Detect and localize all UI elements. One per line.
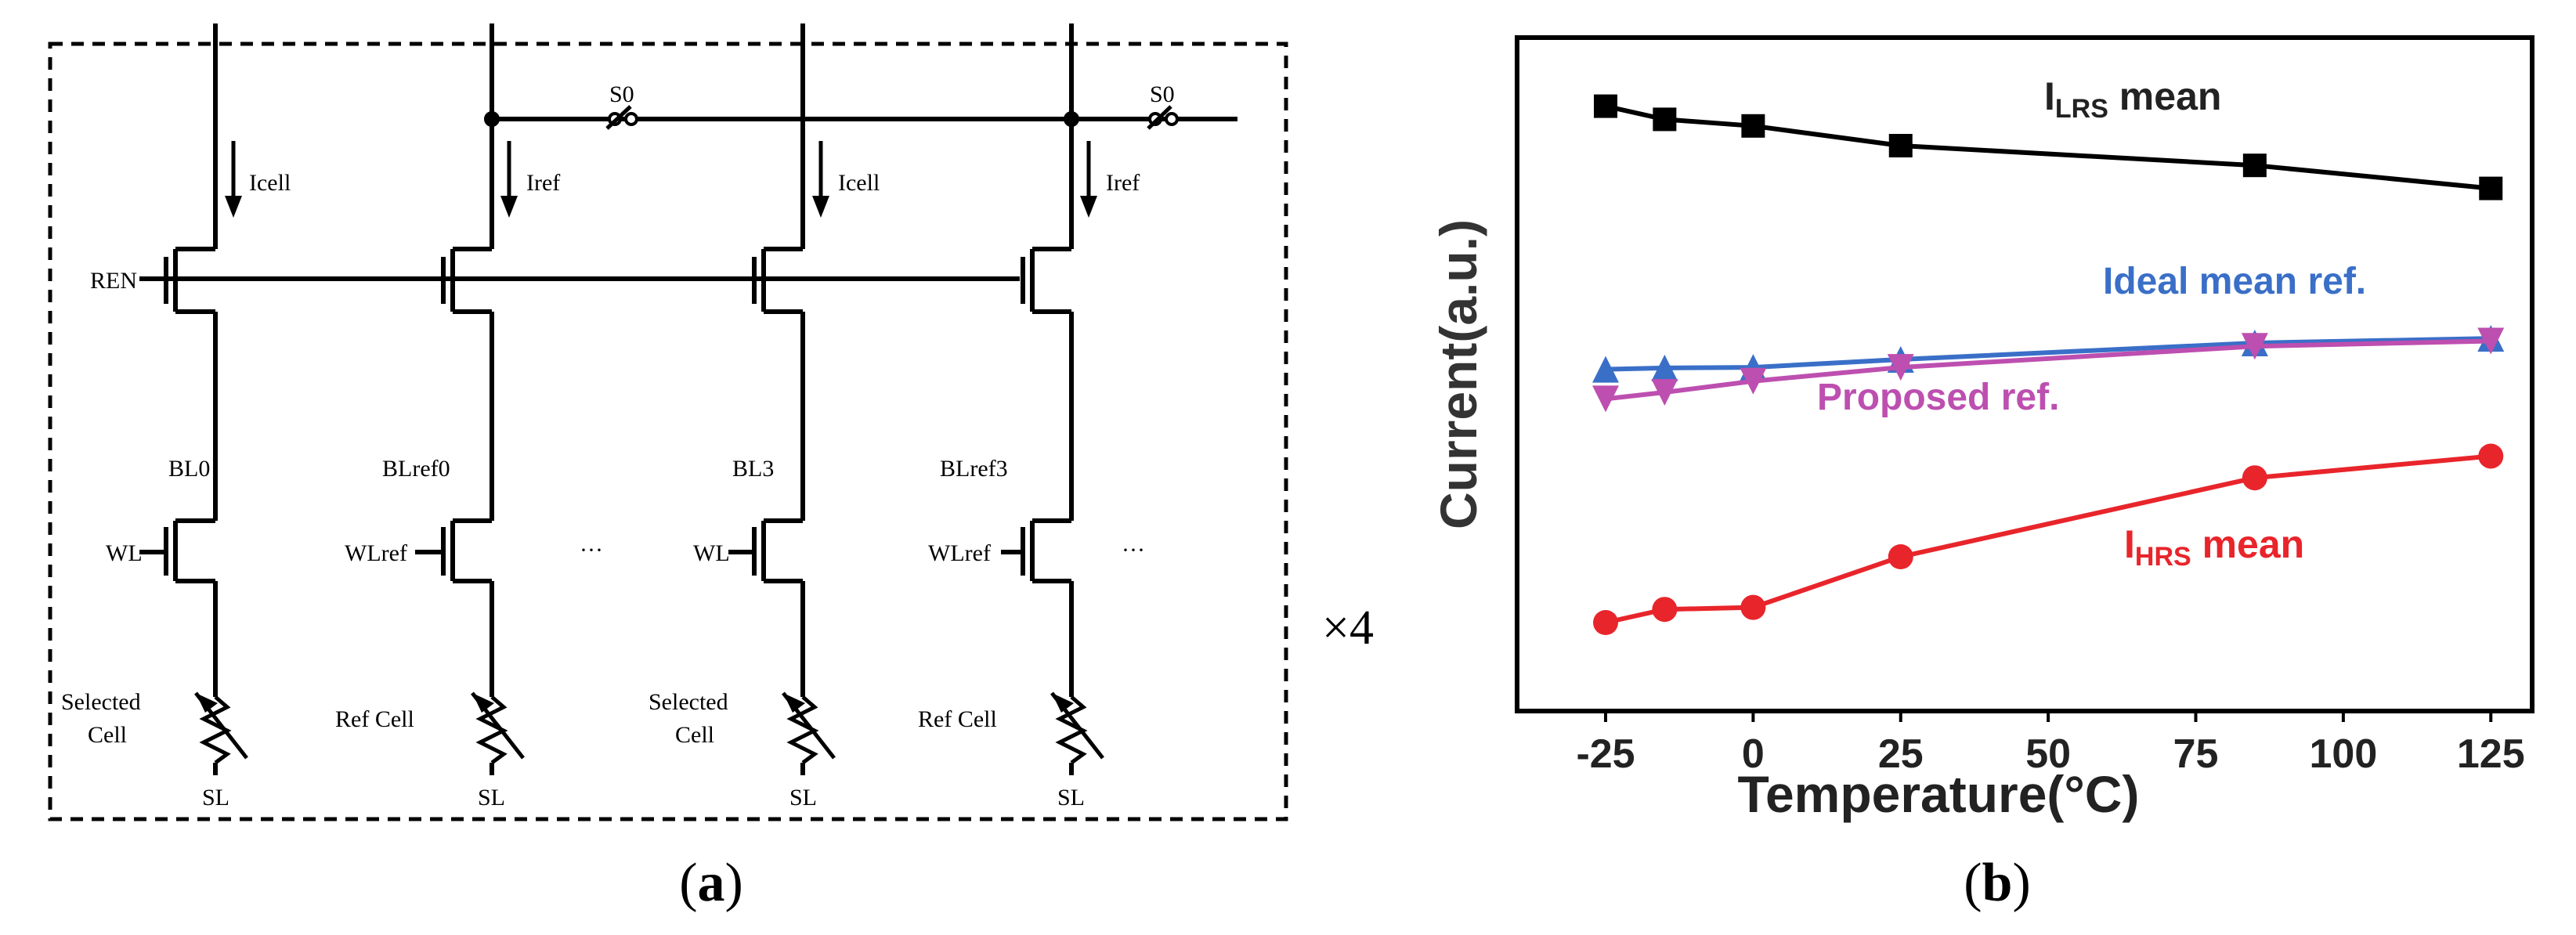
x-axis: -25 0 25 50 75 100 125 (1576, 711, 2525, 777)
bl3-label: BL3 (732, 456, 774, 482)
s0-switch (1147, 105, 1179, 130)
selected-cell-label: Selected (649, 689, 728, 715)
y-axis-label: Current(a.u.) (1429, 219, 1487, 529)
data-point (2242, 153, 2267, 178)
wl-label: WL (106, 540, 143, 566)
data-point (1651, 379, 1678, 406)
circuit-panel: Icell Iref Icell Iref S0 S0 REN BL0 BLre… (48, 23, 1374, 821)
wl-label: WL (693, 540, 730, 566)
ren-label: REN (90, 268, 137, 294)
x-tick-label: -25 (1576, 731, 1635, 777)
bl0-label: BL0 (168, 456, 210, 482)
series-line (1605, 336, 2491, 372)
series-layer (1592, 94, 2505, 635)
sl-label: SL (789, 785, 817, 810)
x-tick-label: 25 (1878, 731, 1924, 777)
data-point (1594, 94, 1618, 118)
series-i-hrs-mean (1593, 443, 2504, 635)
data-point (2242, 465, 2267, 491)
ellipsis: ··· (1122, 537, 1145, 563)
wlref-label: WLref (928, 540, 991, 566)
data-point (1651, 354, 1678, 381)
data-point (1652, 597, 1678, 623)
iref-label: Iref (1106, 170, 1140, 196)
panel-b-caption: (b) (1964, 853, 2031, 913)
x-tick-label: 50 (2025, 731, 2071, 777)
ref-cell-label: Ref Cell (335, 706, 414, 732)
x-tick-label: 0 (1742, 731, 1765, 777)
series-proposed-ref- (1592, 327, 2505, 413)
data-point (1888, 134, 1913, 157)
s0-label: S0 (609, 81, 634, 107)
series-label: ILRS mean (2044, 74, 2221, 124)
x-tick-label: 75 (2173, 731, 2219, 777)
selected-cell-label: Selected (61, 689, 141, 715)
data-point (2477, 327, 2505, 355)
selected-cell-label: Cell (675, 722, 714, 748)
data-point (2241, 333, 2268, 360)
array-boundary (48, 42, 1288, 821)
data-point (1653, 107, 1677, 132)
s0-label: S0 (1150, 81, 1175, 107)
s0-switch (492, 105, 1071, 130)
sl-label: SL (202, 785, 229, 810)
series-line (1605, 453, 2491, 625)
series-label: IHRS mean (2124, 522, 2304, 572)
x-axis-label: Temperature(°C) (1738, 765, 2140, 823)
x-tick-label: 100 (2310, 731, 2378, 777)
sl-label: SL (1057, 785, 1085, 810)
column-blref3 (1001, 23, 1104, 775)
multiplier-label: ×4 (1322, 601, 1374, 655)
icell-label: Icell (838, 170, 880, 196)
data-point (1887, 354, 1914, 381)
series-i-lrs-mean (1594, 94, 2503, 200)
icell-label: Icell (249, 170, 291, 196)
series-label: Ideal mean ref. (2103, 261, 2366, 302)
data-point (1592, 356, 1620, 383)
blref3-label: BLref3 (940, 456, 1008, 482)
data-point (1888, 544, 1913, 569)
column-bl0 (139, 23, 248, 775)
ref-cell-label: Ref Cell (918, 706, 997, 732)
series-ideal-mean-ref- (1592, 325, 2505, 383)
selected-cell-label: Cell (88, 722, 127, 748)
data-point (1740, 367, 1767, 395)
data-point (2478, 443, 2504, 469)
column-blref0 (415, 23, 525, 775)
data-point (2479, 176, 2503, 200)
data-point (1741, 114, 1765, 138)
data-point (1593, 610, 1619, 635)
series-line (1605, 338, 2491, 402)
data-point (1740, 594, 1766, 620)
x-tick-label: 125 (2457, 731, 2525, 777)
current-arrows (225, 141, 1097, 218)
iref-label: Iref (526, 170, 560, 196)
panel-a-caption: (a) (679, 853, 743, 913)
data-point (1592, 385, 1620, 413)
series-line (1605, 103, 2491, 191)
plot-frame (1515, 35, 2534, 713)
column-bl3 (728, 23, 836, 775)
ellipsis: ··· (580, 537, 603, 563)
wlref-label: WLref (345, 540, 407, 566)
sl-label: SL (478, 785, 505, 810)
blref0-label: BLref0 (382, 456, 450, 482)
series-label: Proposed ref. (1817, 377, 2059, 418)
